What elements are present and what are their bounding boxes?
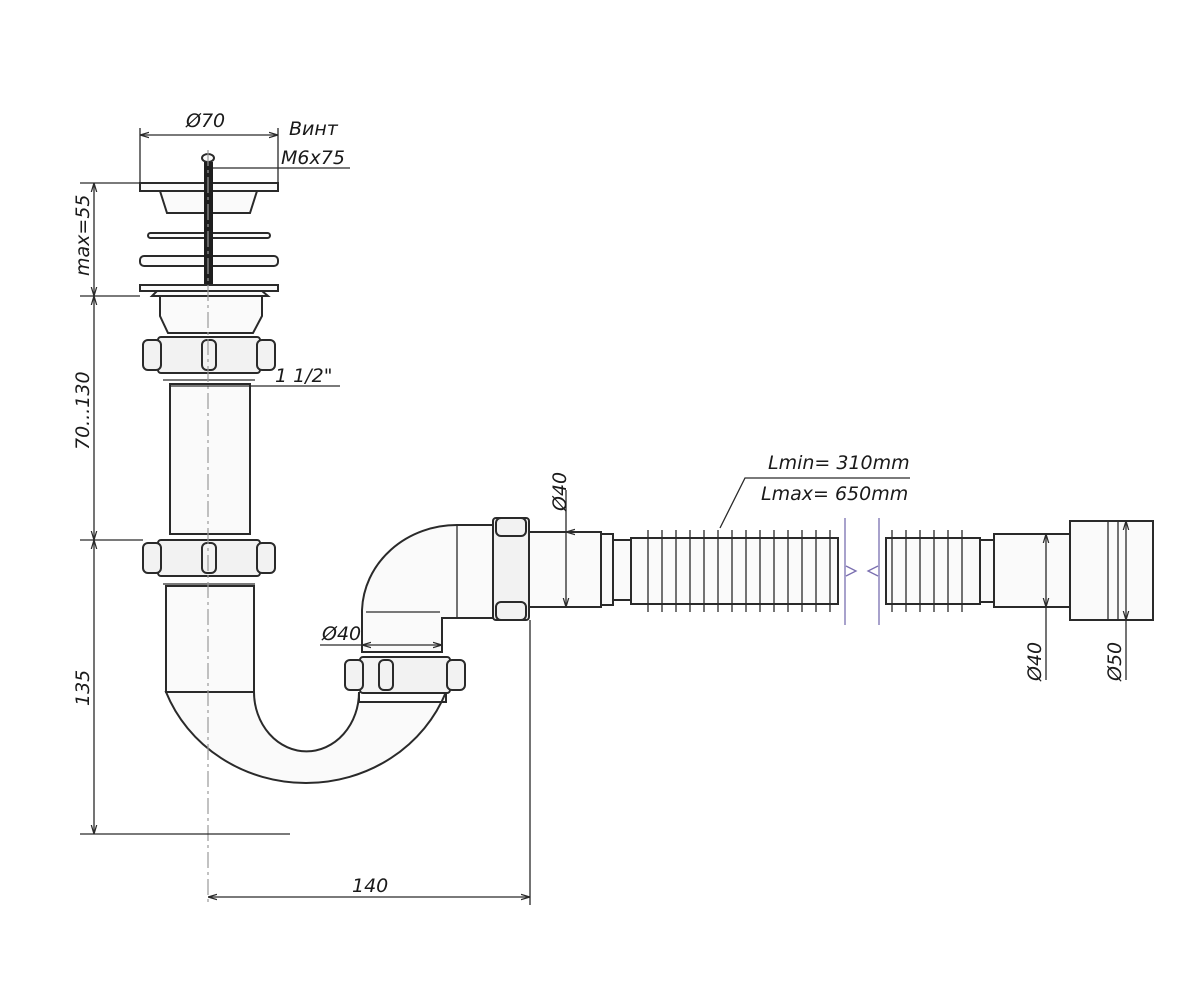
label-hose-length-max: Lmax= 650mm (761, 483, 908, 505)
label-offset: 140 (352, 875, 388, 897)
label-grate-diameter: Ø70 (185, 110, 225, 132)
dim-grate-diameter (139, 128, 279, 183)
label-screw-line2: M6x75 (281, 147, 345, 169)
label-trap-height: 135 (72, 670, 94, 706)
vertical-tube (169, 383, 251, 535)
label-outlet-diameter: Ø40 (549, 472, 571, 512)
end-fitting (979, 520, 1154, 621)
label-end-inner-diameter: Ø40 (1024, 642, 1046, 682)
break-marks (844, 518, 880, 625)
u-trap (164, 585, 447, 785)
screw (204, 162, 213, 284)
label-thread: 1 1/2" (275, 365, 332, 387)
outlet-nut (492, 517, 530, 621)
hose-adapter (528, 531, 632, 608)
dim-left-ext-lines (80, 182, 290, 835)
label-thickness-max: max=55 (72, 195, 94, 277)
label-screw-line1: Винт (289, 118, 339, 140)
lower-union-nut (142, 539, 276, 585)
outlet-body (159, 295, 263, 334)
label-hose-length-min: Lmin= 310mm (768, 452, 910, 474)
corrugated-hose-left (630, 530, 839, 612)
elbow (361, 524, 494, 653)
upper-union-nut (142, 336, 276, 381)
label-inlet-diameter: Ø40 (321, 623, 361, 645)
label-adjust-range: 70...130 (72, 371, 94, 450)
dim-end-diameters (1046, 521, 1126, 680)
dim-offset (208, 620, 531, 905)
dim-hose-leader (719, 477, 910, 529)
corrugated-hose-right (885, 530, 981, 612)
trap-union-nut (344, 656, 466, 703)
label-end-outer-diameter: Ø50 (1104, 642, 1126, 682)
